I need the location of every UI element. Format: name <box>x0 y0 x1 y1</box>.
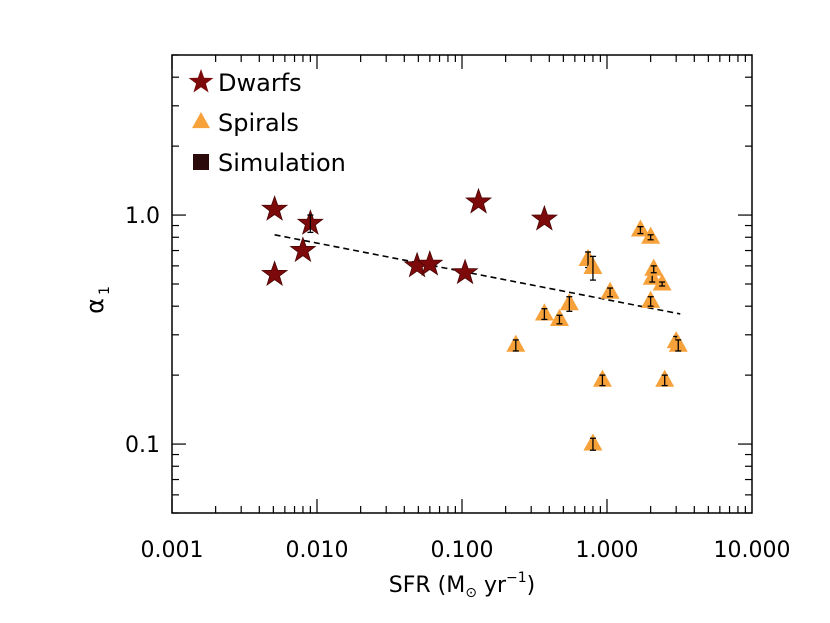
legend-triangle-icon <box>192 111 210 129</box>
legend-label: Dwarfs <box>218 69 302 97</box>
legend-star-icon <box>188 69 214 93</box>
legend-label: Simulation <box>218 149 346 177</box>
fit-line <box>274 234 681 315</box>
y-tick-label: 0.1 <box>125 433 160 458</box>
dwarf-point <box>261 195 289 221</box>
dwarf-point <box>261 260 289 286</box>
y-tick-label: 1.0 <box>125 204 160 229</box>
axis-tick-labels: 0.001 0.010 0.100 1.000 10.000 0.1 1.0 <box>125 204 790 563</box>
fit-line-group <box>274 234 681 315</box>
x-tick-label: 1.000 <box>576 538 639 563</box>
x-axis-label: SFR (M⊙ yr−1) <box>389 570 536 601</box>
legend-square-icon <box>193 154 209 170</box>
dwarf-point <box>530 204 558 231</box>
x-tick-label: 0.010 <box>286 538 349 563</box>
x-tick-label: 0.100 <box>431 538 494 563</box>
data-points <box>261 187 688 451</box>
dwarf-point <box>451 258 479 285</box>
dwarf-point <box>465 187 493 214</box>
x-tick-label: 10.000 <box>714 538 791 563</box>
axis-ticks <box>171 54 752 514</box>
dwarf-point <box>289 236 317 263</box>
x-tick-label: 0.001 <box>141 538 204 563</box>
legend-label: Spirals <box>218 109 299 137</box>
y-axis-label: α1 <box>81 286 113 314</box>
dwarf-point <box>416 249 444 276</box>
